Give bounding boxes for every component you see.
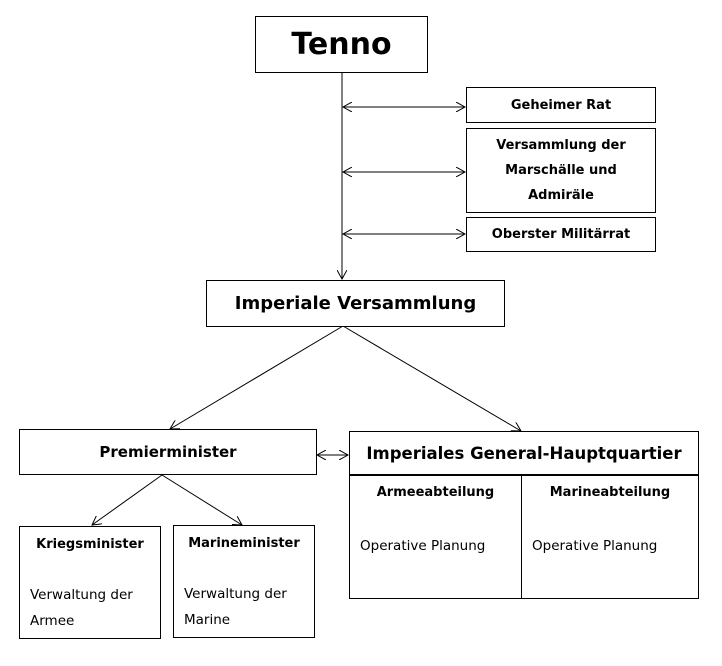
kriegsminister-text-line-2: Armee [30, 613, 75, 629]
versammlung-to-premier-arrow [170, 325, 344, 429]
militaerrat-label: Oberster Militärrat [491, 227, 631, 242]
geheimer-rat-box: Geheimer Rat [466, 87, 656, 123]
marineabteilung-text: Operative Planung [532, 538, 658, 554]
premierminister-box: Premierminister [19, 429, 317, 475]
versammlung-to-hauptquartier-arrow [342, 325, 521, 431]
hauptquartier-box: Imperiales General-Hauptquartier Armeeab… [349, 431, 699, 599]
armeeabteilung-text: Operative Planung [360, 538, 486, 554]
geheimer-rat-label: Geheimer Rat [510, 97, 612, 113]
marschaelle-line-2: Marschälle und [505, 163, 617, 178]
hauptquartier-header: Imperiales General-Hauptquartier [350, 432, 698, 476]
marschaelle-box: Versammlung der Marschälle und Admiräle [466, 128, 656, 213]
kriegsminister-box: Kriegsminister Verwaltung der Armee [19, 526, 161, 639]
tenno-box: Tenno [255, 16, 428, 73]
marineabteilung-title: Marineabteilung [549, 485, 671, 500]
premier-to-kriegsminister-arrow [92, 474, 163, 525]
premier-to-marineminister-arrow [161, 474, 242, 525]
divider-line [521, 476, 522, 599]
imperiale-versammlung-label: Imperiale Versammlung [234, 293, 477, 314]
kriegsminister-text-line-1: Verwaltung der [30, 587, 133, 603]
marineminister-text-line-1: Verwaltung der [184, 586, 287, 602]
marschaelle-line-3: Admiräle [528, 188, 594, 203]
armeeabteilung-title: Armeeabteilung [376, 485, 495, 500]
tenno-label: Tenno [291, 27, 392, 62]
marineminister-box: Marineminister Verwaltung der Marine [173, 525, 315, 638]
marschaelle-line-1: Versammlung der [496, 138, 626, 153]
imperiale-versammlung-box: Imperiale Versammlung [206, 280, 505, 327]
hauptquartier-label: Imperiales General-Hauptquartier [366, 443, 682, 463]
kriegsminister-title: Kriegsminister [36, 537, 144, 552]
premierminister-label: Premierminister [99, 443, 237, 461]
marineminister-text-line-2: Marine [184, 612, 231, 628]
militaerrat-box: Oberster Militärrat [466, 217, 656, 252]
marineminister-title: Marineminister [188, 536, 300, 551]
